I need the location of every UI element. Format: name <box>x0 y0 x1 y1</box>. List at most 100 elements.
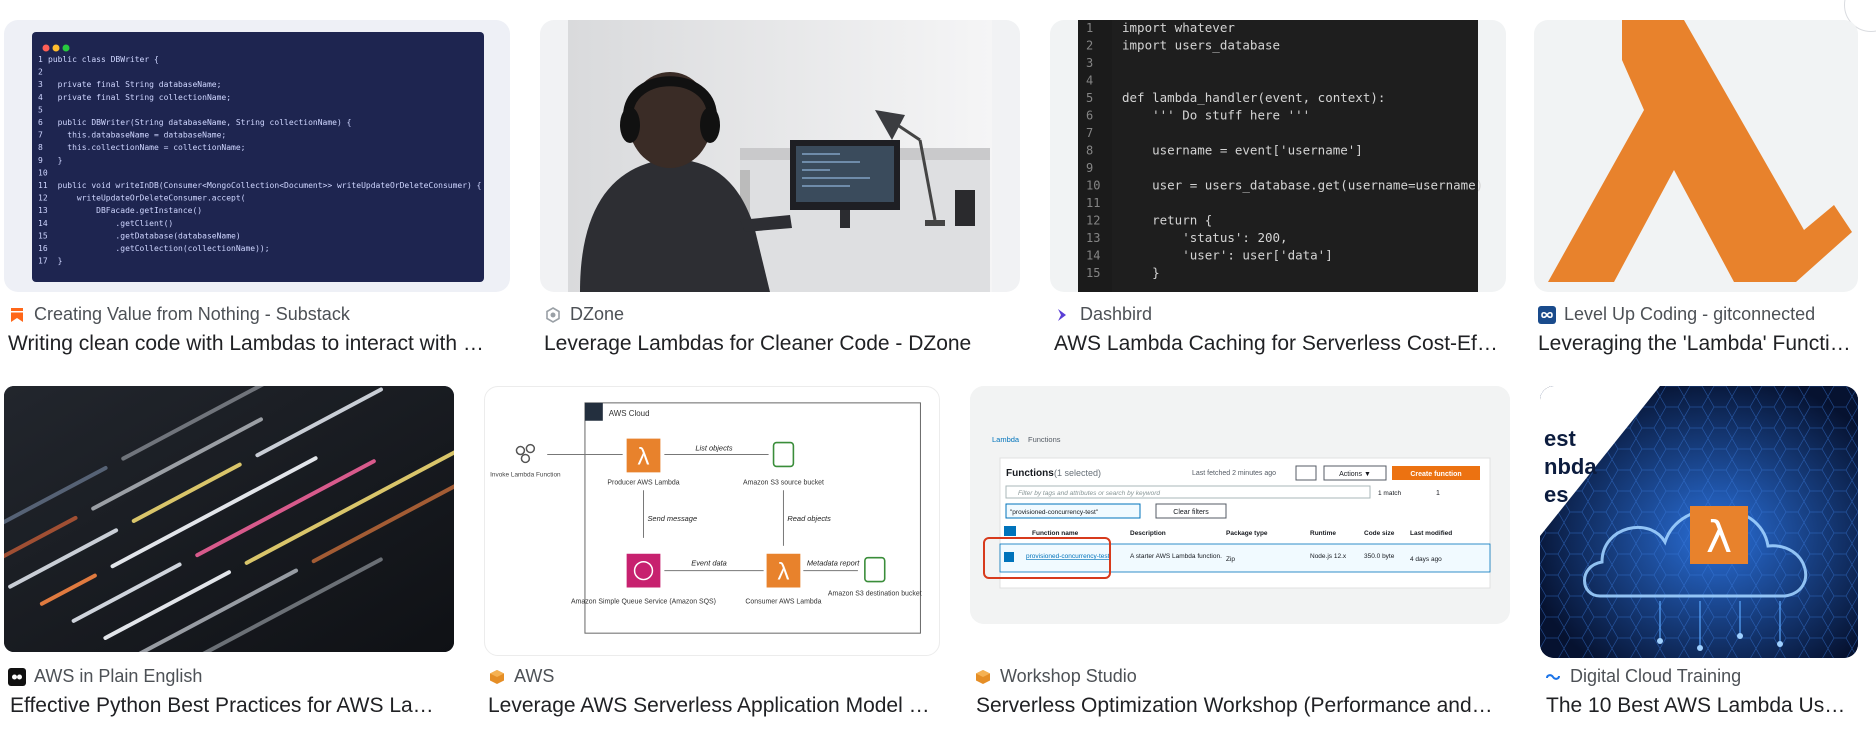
result-thumbnail[interactable] <box>540 20 1020 292</box>
result-source[interactable]: Workshop Studio <box>1000 666 1137 686</box>
line-number: 12 <box>1086 214 1100 228</box>
diagram-label: Producer AWS Lambda <box>607 479 679 486</box>
code-line: public class DBWriter { <box>48 55 159 64</box>
result-thumbnail[interactable]: AWS Cloud Invoke Lambda Function λ Produ… <box>484 386 940 656</box>
line-number: 5 <box>38 105 43 114</box>
svg-text:λ: λ <box>1706 512 1732 563</box>
console-text: Actions ▼ <box>1339 471 1371 478</box>
overlay-text: est <box>1544 426 1576 451</box>
line-number: 11 <box>38 181 48 190</box>
result-thumbnail[interactable] <box>4 386 454 652</box>
console-text: Lambda <box>992 435 1020 444</box>
result-title[interactable]: Leverage AWS Serverless Application Mode… <box>488 694 930 717</box>
line-number: 6 <box>1086 109 1093 123</box>
aws-cube-icon <box>974 668 992 686</box>
result-source[interactable]: Level Up Coding - gitconnected <box>1564 304 1816 324</box>
line-number: 13 <box>38 206 48 215</box>
infinity-logo-icon <box>1538 305 1556 324</box>
result-title[interactable]: Serverless Optimization Workshop (Perfor… <box>976 694 1493 717</box>
image-result-card[interactable]: AWS in Plain English Effective Python Be… <box>4 386 454 726</box>
result-title[interactable]: The 10 Best AWS Lambda Use… <box>1546 694 1856 717</box>
line-number: 9 <box>38 156 43 165</box>
java-code-screenshot: public class DBWriter {12 private final … <box>32 32 484 282</box>
image-result-card[interactable]: AWS Cloud Invoke Lambda Function λ Produ… <box>484 386 940 726</box>
console-text: Filter by tags and attributes or search … <box>1018 490 1160 497</box>
console-text: Runtime <box>1310 530 1336 537</box>
console-text: (1 selected) <box>1054 468 1101 478</box>
aws-architecture-diagram: AWS Cloud Invoke Lambda Function λ Produ… <box>490 402 922 634</box>
code-line: public void writeInDB(Consumer<MongoColl… <box>48 181 481 190</box>
code-line: username = event['username'] <box>1122 143 1363 158</box>
line-number: 1 <box>38 55 43 64</box>
code-line: import whatever <box>1122 20 1235 35</box>
lambda-symbol-image <box>1548 20 1852 282</box>
line-number: 17 <box>38 257 48 266</box>
diagram-label: Amazon S3 destination bucket <box>828 590 922 597</box>
image-result-card[interactable]: Level Up Coding - gitconnected Leveragin… <box>1534 20 1858 360</box>
diagram-label: Event data <box>691 559 727 568</box>
code-line: import users_database <box>1122 38 1280 53</box>
result-source[interactable]: Creating Value from Nothing - Substack <box>34 304 350 324</box>
image-result-card[interactable]: Lambda Functions Functions (1 selected) … <box>970 386 1510 726</box>
result-title[interactable]: Effective Python Best Practices for AWS … <box>10 694 434 717</box>
line-number: 9 <box>1086 161 1093 175</box>
line-number: 15 <box>1086 266 1100 280</box>
image-result-card[interactable]: DZone Leverage Lambdas for Cleaner Code … <box>540 20 1020 360</box>
console-text: Functions <box>1028 435 1061 444</box>
console-text: Node.js 12.x <box>1310 553 1347 560</box>
diagram-label: AWS Cloud <box>609 409 650 418</box>
code-line: } <box>48 156 62 165</box>
line-number: 10 <box>38 168 48 177</box>
line-number: 13 <box>1086 231 1100 245</box>
diagram-label: Amazon Simple Queue Service (Amazon SQS) <box>571 598 716 605</box>
result-source[interactable]: Digital Cloud Training <box>1570 666 1742 686</box>
line-number: 14 <box>1086 249 1100 263</box>
console-text: 4 days ago <box>1410 556 1442 563</box>
result-source[interactable]: Dashbird <box>1080 304 1153 324</box>
result-title[interactable]: AWS Lambda Caching for Serverless Cost-E… <box>1054 332 1498 355</box>
overlay-text: nbda <box>1544 454 1597 479</box>
diagram-label: Read objects <box>787 514 831 523</box>
result-source[interactable]: DZone <box>570 304 625 324</box>
code-line: DBFacade.getInstance() <box>48 206 202 215</box>
code-line: return { <box>1122 213 1212 228</box>
aws-lambda-console-screenshot: Lambda Functions Functions (1 selected) … <box>970 386 1510 624</box>
code-line: .getDatabase(databaseName) <box>48 231 241 240</box>
result-thumbnail[interactable]: est nbda es λ <box>1540 386 1858 658</box>
dashbird-logo-icon <box>1054 306 1072 324</box>
console-text: 1 <box>1436 490 1440 497</box>
line-number: 11 <box>1086 196 1100 210</box>
result-title[interactable]: Writing clean code with Lambdas to inter… <box>8 332 484 355</box>
console-text: Last modified <box>1410 530 1452 537</box>
diagram-label: Metadata report <box>807 559 860 568</box>
line-number: 14 <box>38 219 48 228</box>
diagram-label: Amazon S3 source bucket <box>743 479 824 486</box>
image-result-card[interactable]: est nbda es λ Digital Cloud Training The… <box>1540 386 1858 726</box>
code-line: this.databaseName = databaseName; <box>48 131 226 140</box>
code-line: private final String databaseName; <box>48 80 221 89</box>
result-thumbnail[interactable]: Lambda Functions Functions (1 selected) … <box>970 386 1510 624</box>
result-title[interactable]: Leveraging the 'Lambda' Functi… <box>1538 332 1851 355</box>
dzone-logo-icon <box>544 306 562 324</box>
line-number: 6 <box>38 118 43 127</box>
code-line: this.collectionName = collectionName; <box>48 143 245 152</box>
code-line: def lambda_handler(event, context): <box>1122 90 1385 105</box>
console-text: Last fetched 2 minutes ago <box>1192 470 1276 477</box>
result-thumbnail[interactable] <box>1534 20 1858 292</box>
console-text: 350.0 byte <box>1364 553 1395 560</box>
plain-english-logo-icon <box>8 667 26 686</box>
svg-text:λ: λ <box>778 559 790 586</box>
line-number: 4 <box>1086 74 1093 88</box>
console-text: Function name <box>1032 530 1079 537</box>
result-title[interactable]: Leverage Lambdas for Cleaner Code - DZon… <box>544 332 972 355</box>
code-line: public DBWriter(String databaseName, Str… <box>48 118 351 127</box>
console-text: 1 match <box>1378 490 1402 497</box>
console-text: provisioned-concurrency-test <box>1026 553 1110 560</box>
result-source[interactable]: AWS in Plain English <box>34 666 203 686</box>
result-source[interactable]: AWS <box>514 666 555 686</box>
